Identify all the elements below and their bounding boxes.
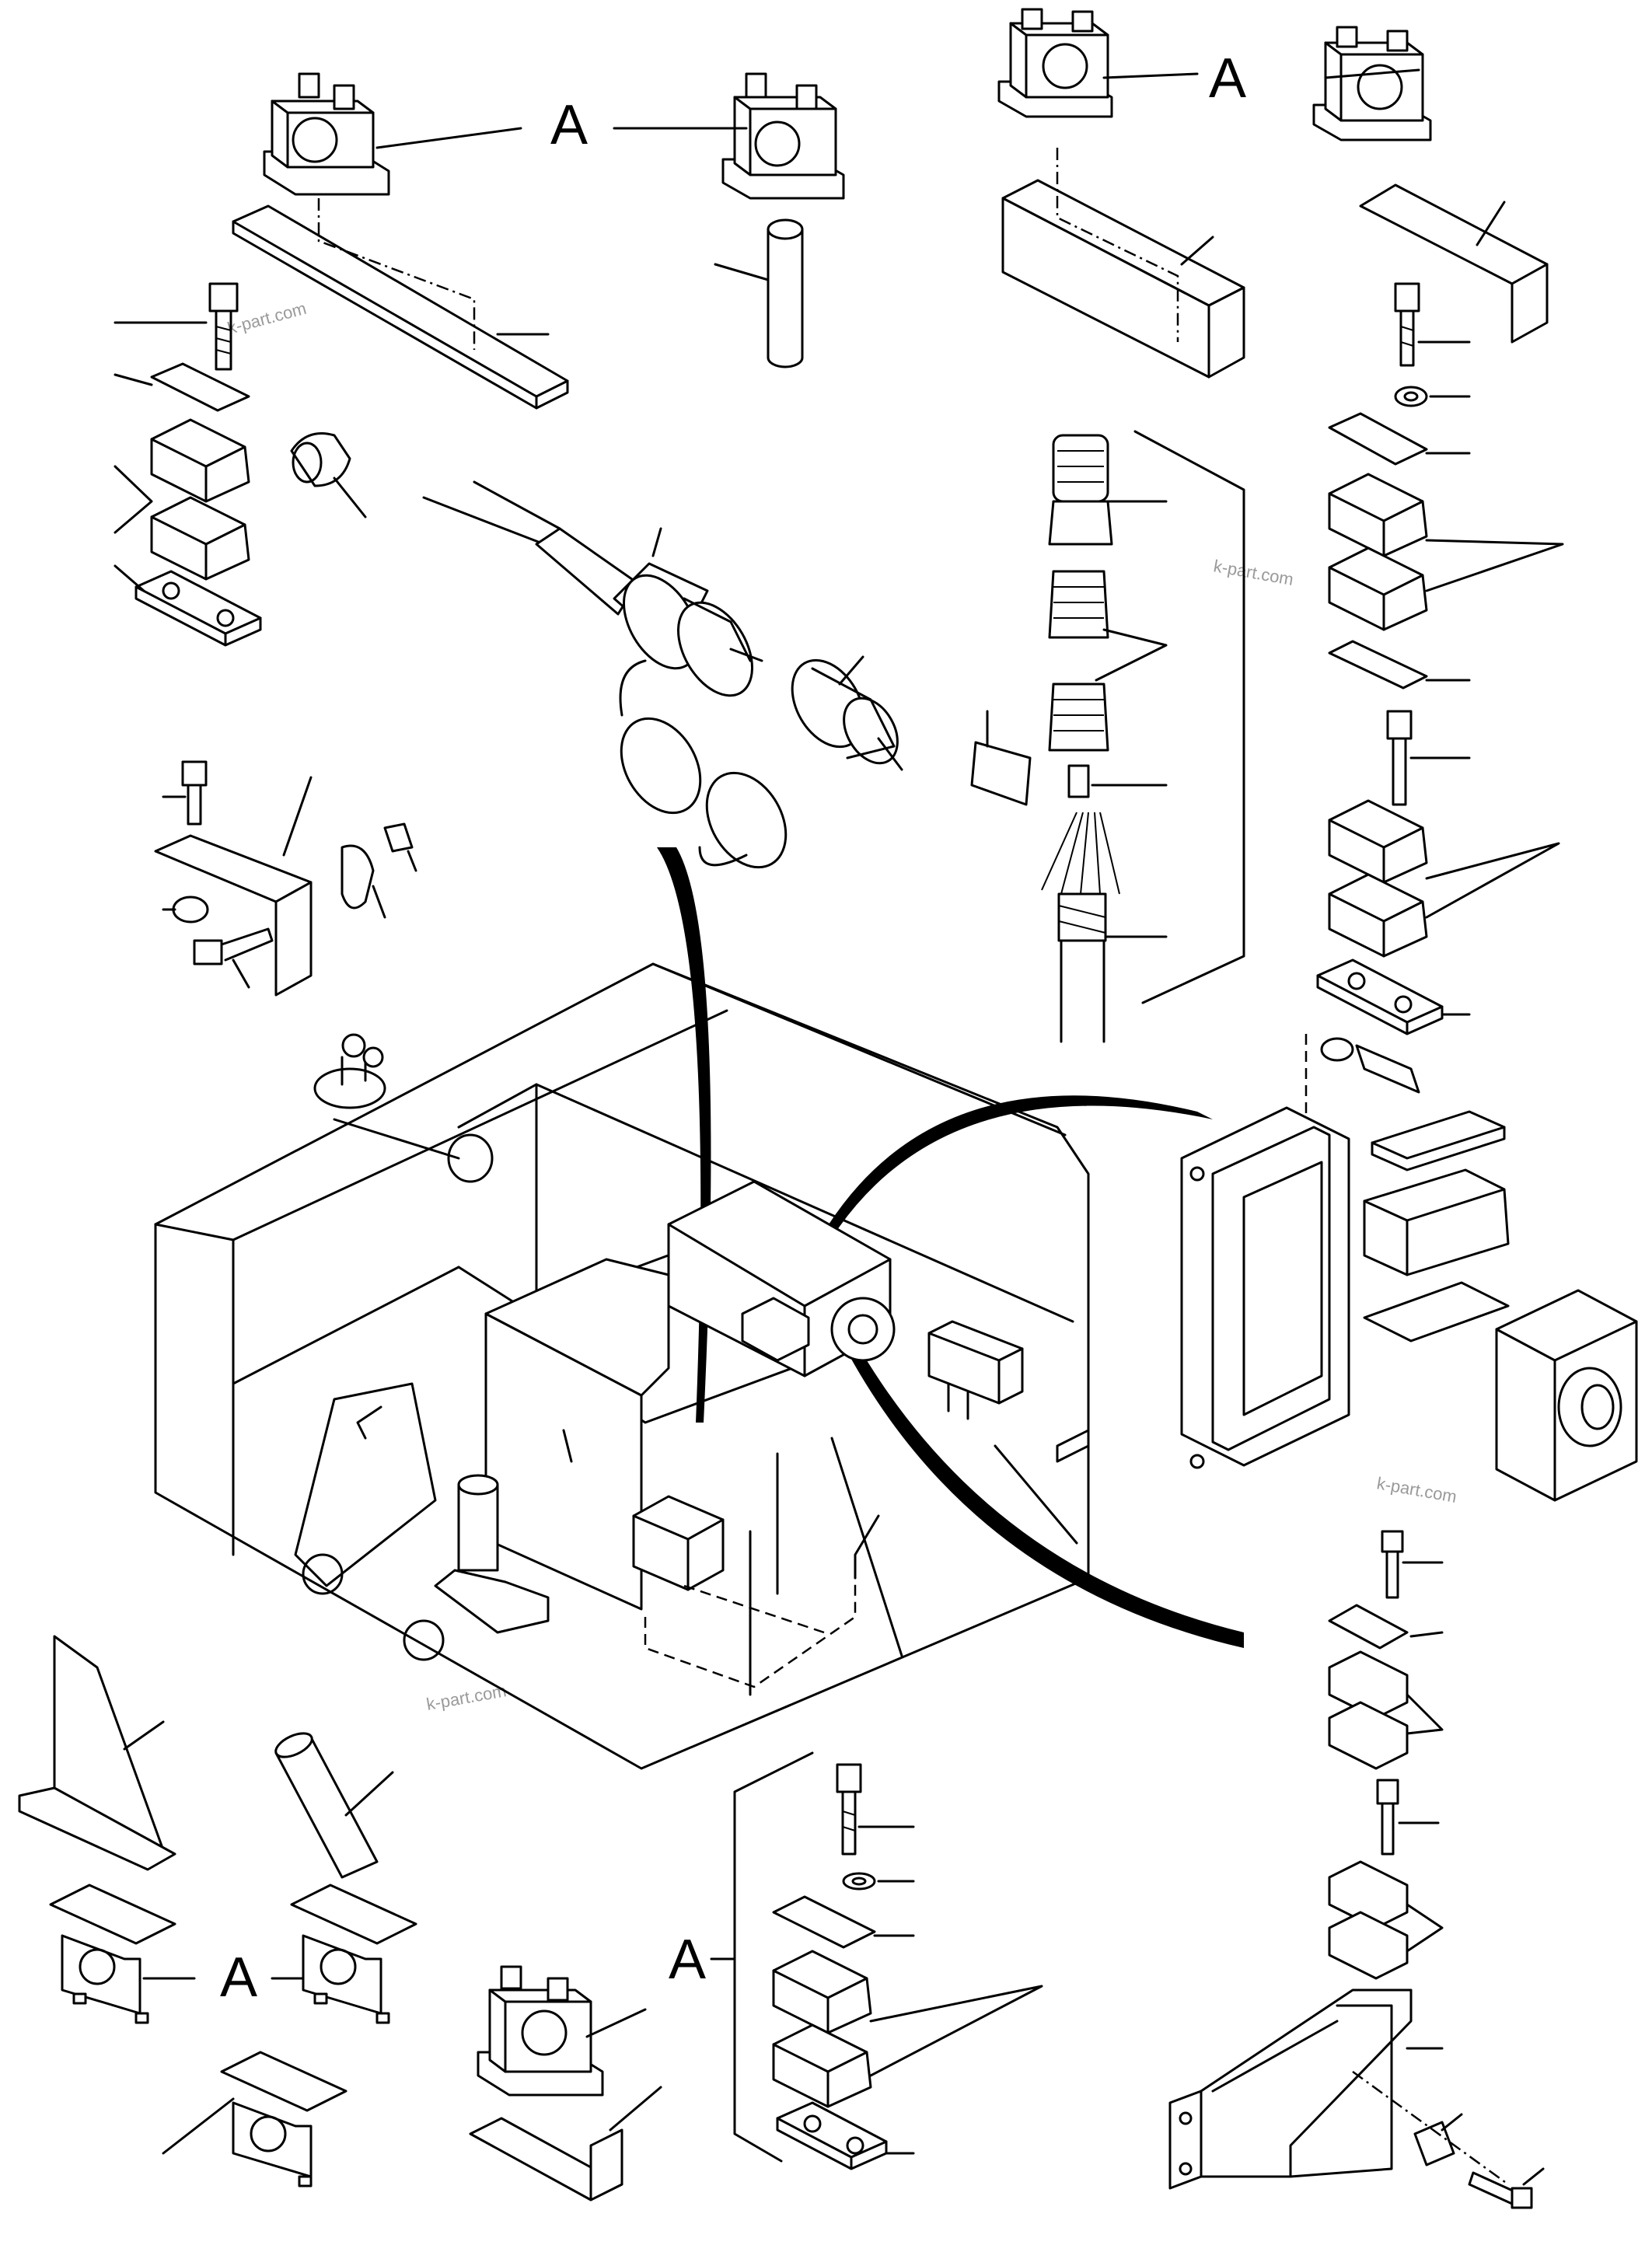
pipe-clamp-icon — [721, 72, 845, 200]
bracket-assembly-left — [154, 760, 417, 997]
machine-frame — [154, 962, 1090, 1770]
cable-gland-assembly — [970, 430, 1245, 1043]
callout-a-top-left: A — [550, 94, 588, 156]
watermark-3: k-part.com — [1375, 1473, 1458, 1507]
pipe-clamp-icon — [263, 72, 390, 196]
callout-a-bottom-center: A — [669, 1929, 706, 1991]
support-bracket-assembly — [1168, 1530, 1545, 2209]
clamp-assembly-top-left — [114, 72, 845, 647]
enclosure-assembly — [1180, 1034, 1638, 1502]
clamp-assembly-bottom-left — [18, 1635, 662, 2201]
clamp-assembly-top-right — [997, 8, 1564, 1035]
assembly-arrow — [657, 847, 711, 1423]
grommet-icon — [290, 432, 351, 487]
bolt-stack-bottom-center — [710, 1751, 1043, 2170]
spacer-tube-icon — [767, 218, 804, 368]
bolt-icon — [208, 282, 239, 371]
connector-assembly — [422, 480, 903, 869]
callout-a-top-right: A — [1209, 47, 1246, 110]
callout-a-bottom-left: A — [220, 1947, 257, 2009]
watermark-2: k-part.com — [1212, 556, 1295, 589]
